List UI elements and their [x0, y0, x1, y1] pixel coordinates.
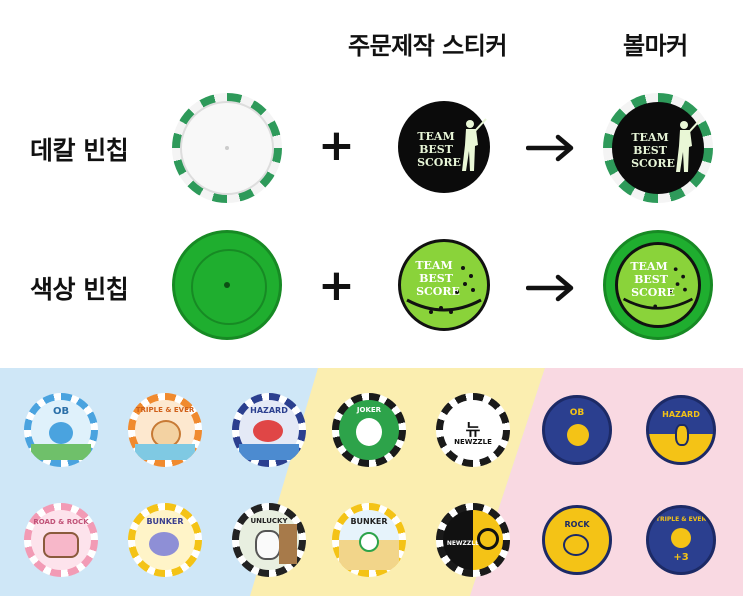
- golfball-dimples-icon: [406, 266, 482, 314]
- water-icon: [135, 444, 195, 460]
- marker-road-rock-pink: ROAD & ROCK: [24, 503, 98, 577]
- plus-sign: +: [318, 260, 355, 311]
- marker-black-face: TEAM BEST SCORE: [612, 102, 704, 194]
- row-label-color-chip: 색상 빈칩: [30, 275, 129, 304]
- marker-label-plus3: +3: [673, 552, 689, 563]
- marker-label-ob: OB: [52, 406, 70, 417]
- color-chip-center-dot: [224, 282, 230, 288]
- custom-sticker-golfball: TEAM BEST SCORE: [398, 239, 490, 331]
- marker-bunker-yellow: BUNKER: [128, 503, 202, 577]
- marker-unlucky-black: UNLUCKY: [232, 503, 306, 577]
- character-icon: [359, 532, 379, 552]
- marker-label-bunker-2: BUNKER: [350, 517, 388, 526]
- face-character-icon: [563, 534, 589, 556]
- decal-chip-center-dot: [225, 146, 229, 150]
- sticker-text-score: SCORE: [417, 156, 461, 169]
- marker-face: BUNKER: [135, 510, 195, 570]
- sticker2-text-best: BEST: [419, 272, 453, 285]
- marker-label-rock: ROCK: [564, 520, 590, 529]
- marker-ob-blue: OB: [24, 393, 98, 467]
- marker-label-hazard-2: HAZARD: [662, 410, 700, 419]
- newzzle-logo-glyph: 뉴: [465, 420, 481, 439]
- fish-character-icon: [49, 422, 73, 444]
- header-ball-marker: 볼마커: [623, 32, 688, 60]
- marker-joker-green: JOKER: [332, 393, 406, 467]
- marker1-text-score: SCORE: [631, 157, 675, 170]
- marker-face: HAZARD: [239, 400, 299, 460]
- marker-bunker-white: BUNKER: [332, 503, 406, 577]
- marker-rock-gold: ROCK: [542, 505, 612, 575]
- marker-triple-ever-orange: TRIPLE & EVER: [128, 393, 202, 467]
- marker-showcase: OB TRIPLE & EVER HAZARD ROAD & ROCK BUNK…: [0, 368, 743, 596]
- marker-label-joker: JOKER: [356, 406, 382, 414]
- marker1-text-best: BEST: [633, 144, 667, 157]
- marker2-text-score: SCORE: [631, 286, 675, 299]
- sticker2-text-team: TEAM: [415, 259, 453, 272]
- golfball-dimples-icon: [622, 267, 694, 310]
- marker-label-ob-2: OB: [569, 408, 585, 418]
- marker-hazard-navy: HAZARD: [232, 393, 306, 467]
- marker-face: BUNKER: [339, 510, 399, 570]
- ring-icon: [477, 528, 499, 550]
- row-label-decal-chip: 데칼 빈칩: [30, 136, 129, 165]
- marker-triple-ever-navy: TRIPLE & EVER +3: [646, 505, 716, 575]
- marker1-text-team: TEAM: [631, 131, 669, 144]
- decal-ball-marker: TEAM BEST SCORE: [603, 93, 713, 203]
- grass-icon: [31, 444, 91, 460]
- marker-face: UNLUCKY: [239, 510, 299, 570]
- arrow-right-icon: [526, 134, 574, 162]
- marker-face: JOKER: [339, 400, 399, 460]
- blob-character-icon: [149, 532, 179, 556]
- marker-label-triple-ever: TRIPLE & EVER: [135, 406, 195, 414]
- marker-label-road-rock: ROAD & ROCK: [33, 518, 89, 526]
- sticker2-text-score: SCORE: [416, 285, 460, 298]
- tree-icon: [279, 524, 297, 564]
- marker-face: 뉴 NEWZZLE: [443, 400, 503, 460]
- golfer-silhouette-icon: [676, 119, 701, 172]
- marker-label-newzzle: NEWZZLE: [454, 438, 492, 446]
- face-character-icon: [567, 424, 589, 446]
- face-character-icon: [671, 528, 691, 548]
- marker-label-newzzle-2: NEWZZLE: [446, 540, 480, 547]
- marker2-text-best: BEST: [634, 273, 668, 286]
- face-character-icon: [675, 424, 689, 446]
- golfer-silhouette-icon: [462, 118, 487, 171]
- marker-label-hazard: HAZARD: [250, 406, 288, 415]
- marker-face: NEWZZLE: [443, 510, 503, 570]
- marker-label-bunker: BUNKER: [146, 517, 184, 526]
- color-chip-inner-ring: [191, 249, 267, 325]
- marker-face: TRIPLE & EVER: [135, 400, 195, 460]
- crab-character-icon: [253, 420, 283, 442]
- custom-sticker-black: TEAM BEST SCORE: [398, 101, 490, 193]
- cart-character-icon: [43, 532, 79, 558]
- decal-chip-face: [180, 101, 274, 195]
- color-blank-chip: [172, 230, 282, 340]
- marker2-sticker-face: TEAM BEST SCORE: [615, 242, 701, 328]
- marker-face: ROAD & ROCK: [31, 510, 91, 570]
- ghost-character-icon: [356, 418, 382, 446]
- marker-hazard-navy-2: HAZARD: [646, 395, 716, 465]
- arrow-right-icon: [526, 274, 574, 302]
- color-ball-marker: TEAM BEST SCORE: [603, 230, 713, 340]
- water-icon: [239, 444, 299, 460]
- marker-newzzle-split: NEWZZLE: [436, 503, 510, 577]
- marker2-text-team: TEAM: [630, 260, 668, 273]
- plus-sign: +: [318, 120, 355, 171]
- decal-blank-chip: [172, 93, 282, 203]
- marker-label-triple-ever-2: TRIPLE & EVER: [655, 516, 707, 523]
- header-custom-sticker: 주문제작 스티커: [348, 32, 507, 60]
- marker-label-unlucky: UNLUCKY: [250, 517, 288, 525]
- marker-newzzle-white: 뉴 NEWZZLE: [436, 393, 510, 467]
- marker-ob-navy: OB: [542, 395, 612, 465]
- sticker-text-team: TEAM: [417, 130, 455, 143]
- marker-face: OB: [31, 400, 91, 460]
- sticker-text-best: BEST: [419, 143, 453, 156]
- ghost-character-icon: [255, 530, 281, 560]
